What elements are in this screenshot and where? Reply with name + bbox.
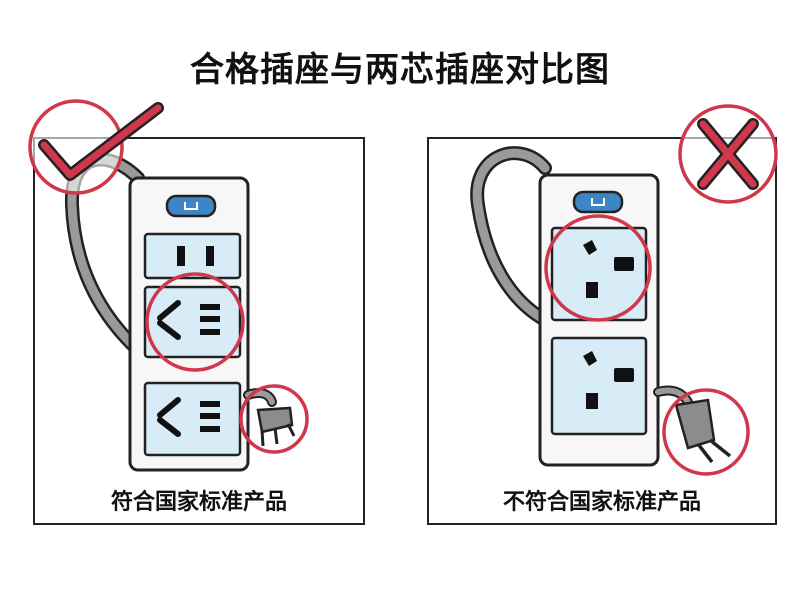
- page-title: 合格插座与两芯插座对比图: [190, 50, 610, 90]
- right-power-switch: [572, 190, 624, 214]
- right-two-pin-plug-icon: [674, 398, 732, 464]
- left-socket-highlight-circle: [145, 272, 245, 372]
- left-power-strip: [64, 152, 296, 472]
- check-mark-icon: [28, 99, 164, 195]
- right-three-hole-socket-2: [550, 336, 648, 436]
- right-plug-highlight-circle: [662, 388, 750, 476]
- left-panel-caption: 符合国家标准产品: [110, 490, 287, 515]
- right-power-strip: [470, 146, 732, 467]
- right-socket-highlight-circle: [544, 214, 652, 322]
- left-three-pin-plug-icon: [256, 406, 296, 447]
- right-panel-caption: 不符合国家标准产品: [502, 490, 701, 515]
- left-two-pin-socket: [143, 232, 242, 280]
- left-plug-highlight-circle: [239, 384, 309, 454]
- cross-mark-icon: [678, 104, 778, 204]
- left-power-switch: [165, 194, 217, 218]
